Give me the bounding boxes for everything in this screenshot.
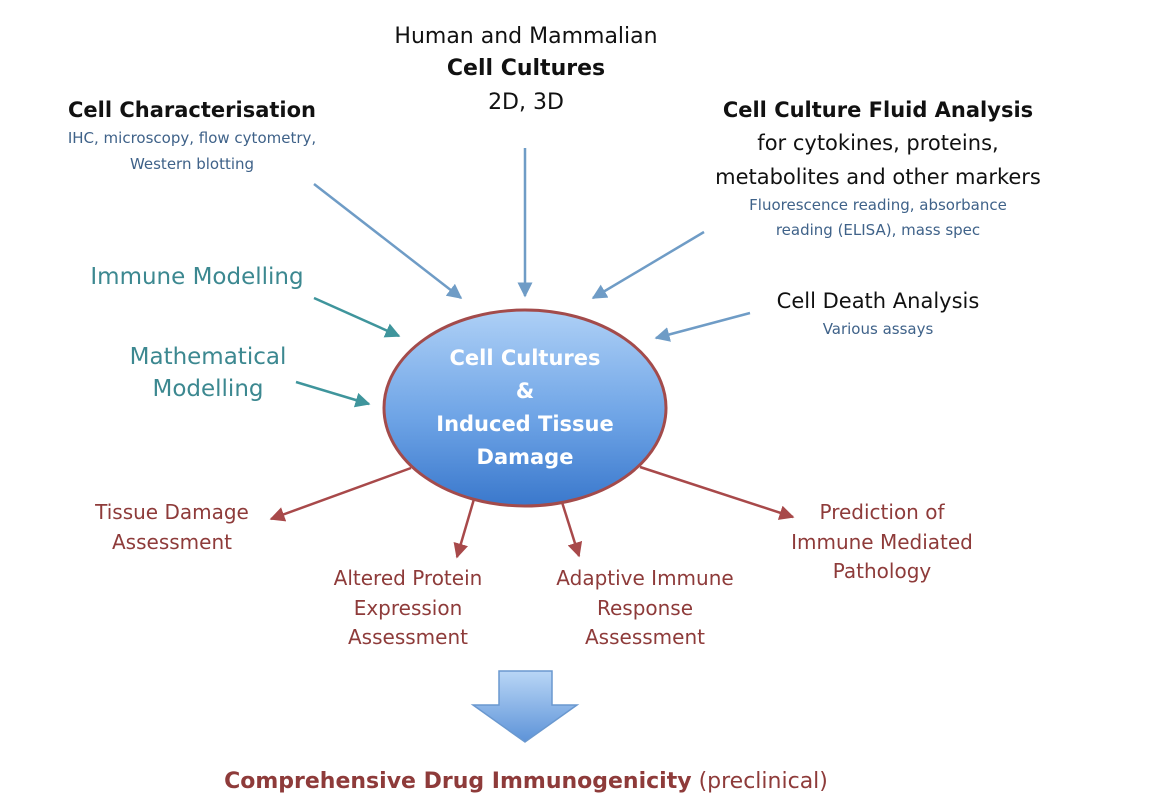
- adaptive-immune-line3: Assessment: [585, 625, 705, 649]
- center-line3: Induced Tissue: [436, 412, 614, 436]
- fluid-analysis-detail2: reading (ELISA), mass spec: [775, 221, 981, 239]
- prediction-line3: Pathology: [832, 559, 932, 583]
- tissue-damage-line2: Assessment: [112, 530, 232, 554]
- cell-characterisation-title: Cell Characterisation: [68, 98, 316, 122]
- fluid-analysis-detail1: Fluorescence reading, absorbance: [749, 196, 1007, 214]
- arrow-fluid-analysis: [591, 230, 705, 300]
- prediction-line1: Prediction of: [819, 500, 945, 524]
- mathematical-modelling-line1: Mathematical: [129, 344, 287, 370]
- center-line2: &: [515, 379, 535, 403]
- center-line4: Damage: [476, 445, 574, 469]
- cell-death-title: Cell Death Analysis: [776, 289, 980, 313]
- adaptive-immune-line2: Response: [596, 596, 694, 620]
- arrow-mathematical-modelling: [295, 380, 371, 408]
- immune-modelling-label: Immune Modelling: [90, 264, 304, 290]
- cell-death-detail: Various assays: [822, 320, 934, 338]
- conclusion-suffix: (preclinical): [691, 769, 828, 794]
- arrow-prediction: [639, 465, 795, 520]
- arrow-cell-death: [654, 311, 751, 342]
- top-node-line1: Human and Mammalian: [394, 24, 658, 49]
- altered-protein-line1: Altered Protein: [333, 566, 483, 590]
- arrow-altered-protein: [453, 498, 476, 559]
- cell-characterisation-detail2: Western blotting: [129, 155, 255, 173]
- arrow-adaptive-immune: [559, 498, 583, 558]
- fluid-analysis-title: Cell Culture Fluid Analysis: [722, 98, 1034, 122]
- center-line1: Cell Cultures: [449, 346, 601, 370]
- adaptive-immune-line1: Adaptive Immune: [556, 566, 734, 590]
- altered-protein-line2: Expression: [353, 596, 463, 620]
- arrow-immune-modelling: [313, 296, 401, 338]
- mathematical-modelling-line2: Modelling: [152, 376, 264, 402]
- prediction-line2: Immune Mediated: [791, 530, 973, 554]
- fluid-analysis-line1: for cytokines, proteins,: [757, 131, 999, 155]
- arrow-tissue-damage: [269, 466, 412, 522]
- tissue-damage-line1: Tissue Damage: [95, 500, 249, 524]
- arrow-cell-characterisation: [313, 183, 463, 299]
- conclusion-text: Comprehensive Drug Immunogenicity (precl…: [176, 771, 876, 793]
- fluid-analysis-line2: metabolites and other markers: [715, 165, 1041, 189]
- cell-characterisation-detail1: IHC, microscopy, flow cytometry,: [67, 129, 317, 147]
- top-node-line2: Cell Cultures: [446, 56, 606, 81]
- big-down-arrow: [470, 670, 580, 743]
- top-node-line3: 2D, 3D: [488, 90, 564, 115]
- conclusion-bold: Comprehensive Drug Immunogenicity: [224, 769, 692, 794]
- central-ellipse: [382, 308, 668, 508]
- altered-protein-line3: Assessment: [348, 625, 468, 649]
